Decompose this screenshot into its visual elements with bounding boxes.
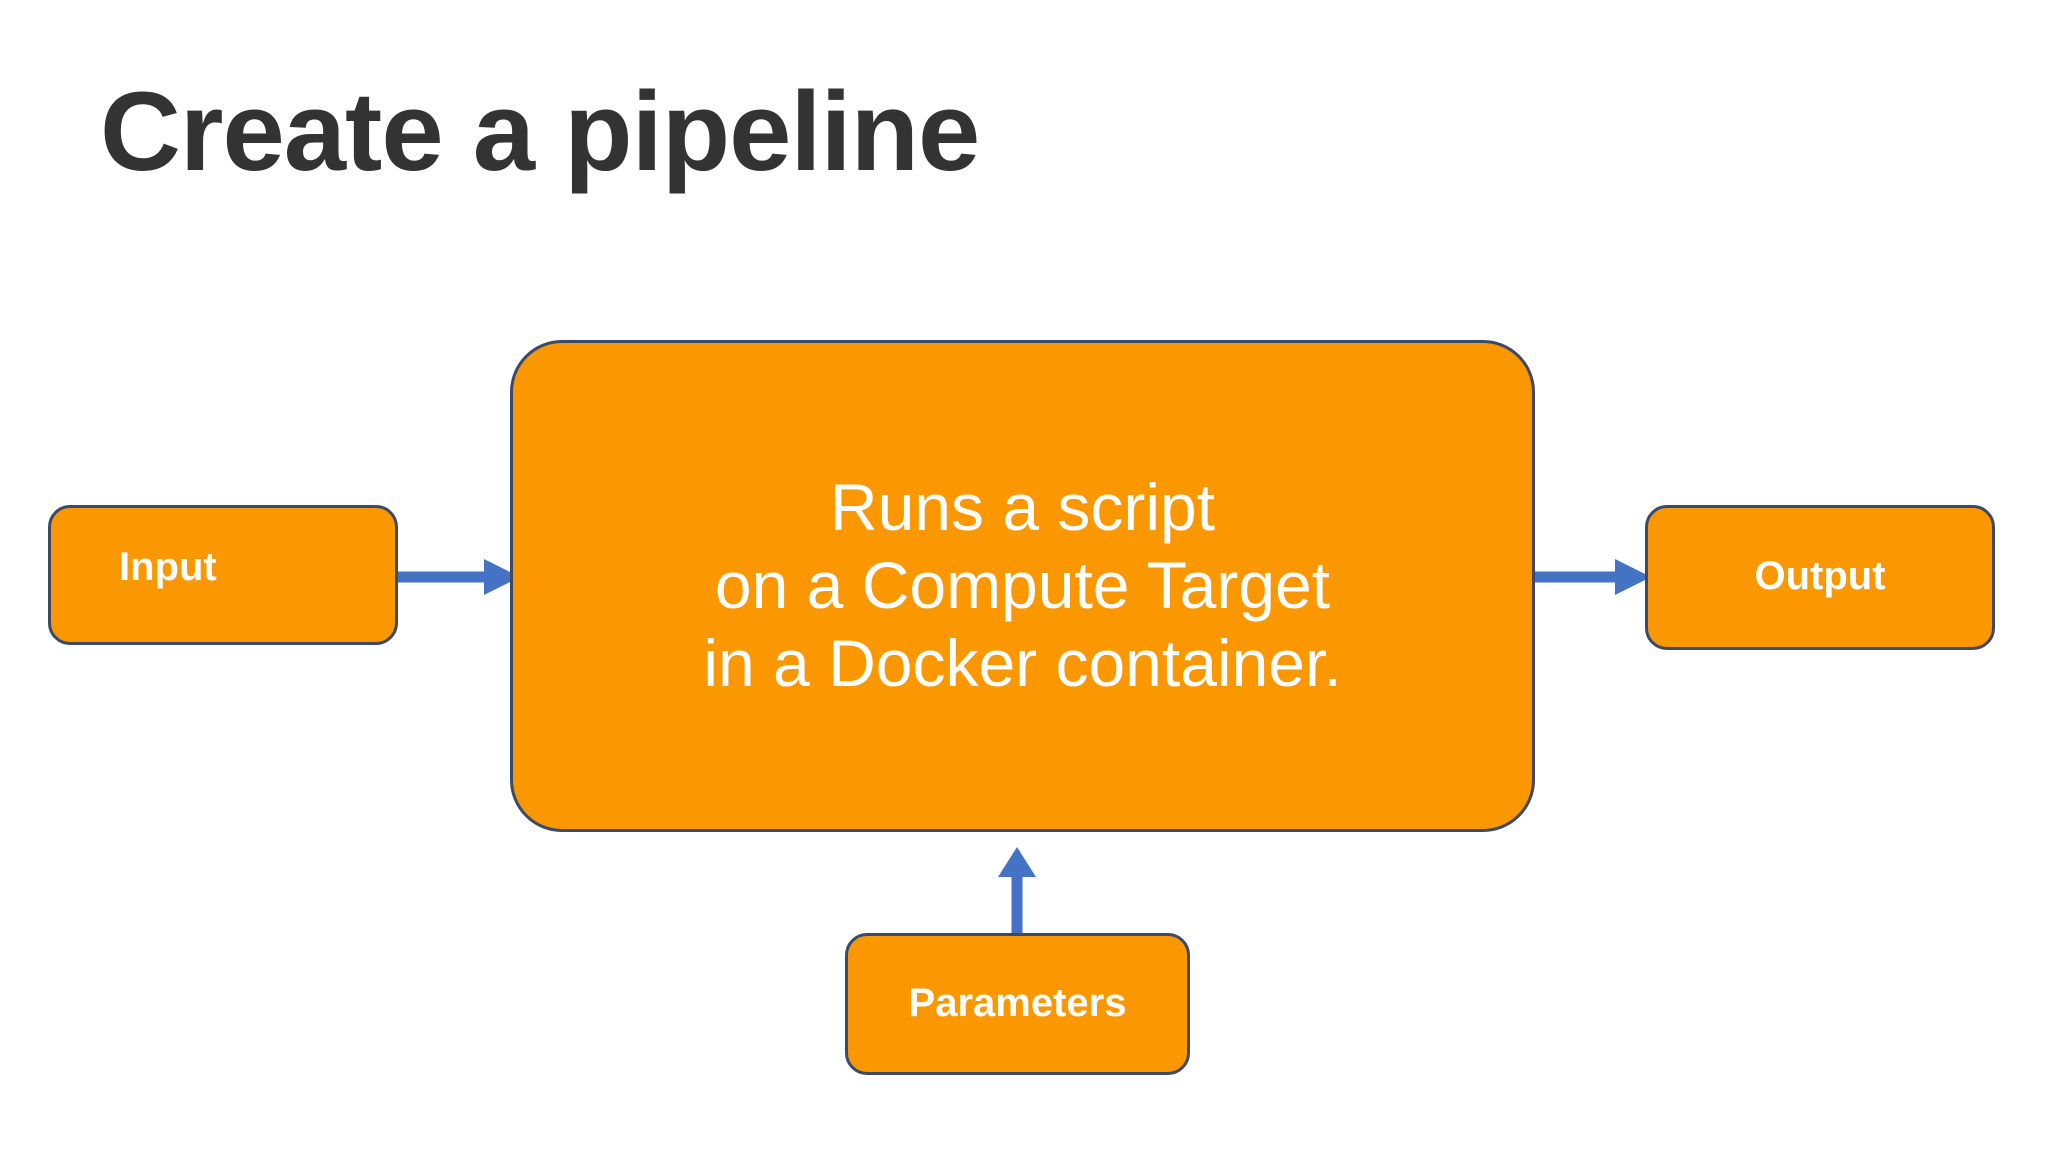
diagram-node-parameters[interactable]: Parameters [845,933,1190,1075]
diagram-node-process-text: Runs a script on a Compute Target in a D… [513,469,1532,703]
diagram-node-output[interactable]: Output [1645,505,1995,650]
arrow-parameters-to-process-icon [998,847,1036,935]
arrow-input-to-process-icon [398,559,520,595]
process-text-line-2: on a Compute Target [714,548,1331,623]
process-text-line-1: Runs a script [829,470,1216,545]
arrow-process-to-output-icon [1535,559,1651,595]
diagram-node-output-label: Output [1754,554,1886,598]
process-text-line-3: in a Docker container. [703,625,1342,700]
diagram-node-parameters-label: Parameters [908,980,1127,1025]
diagram-node-input-label: Input [119,544,217,589]
diagram-node-input[interactable]: Input [48,505,398,645]
page-title: Create a pipeline [100,69,980,194]
diagram-node-process[interactable]: Runs a script on a Compute Target in a D… [510,340,1535,832]
